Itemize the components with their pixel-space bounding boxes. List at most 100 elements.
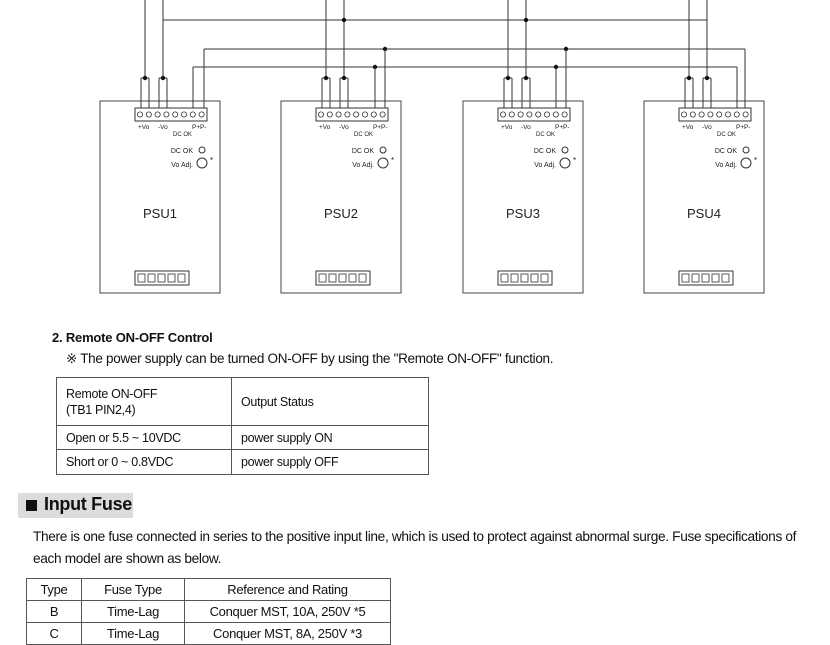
terminal-pin [552, 111, 559, 118]
table-cell: Time-Lag [81, 600, 185, 623]
junction-dot [686, 75, 692, 81]
bottom-pin [338, 273, 347, 283]
psu-name: PSU1 [143, 206, 177, 221]
terminal-pin [154, 111, 161, 118]
bottom-pin [711, 273, 720, 283]
remote-header-line2: (TB1 PIN2,4) [66, 402, 136, 417]
terminal-pin [317, 111, 324, 118]
p-plus-label: P+ [736, 124, 744, 131]
junction-dot [523, 17, 529, 23]
table-row: Short or 0 ~ 0.8VDC power supply OFF [56, 449, 429, 475]
vo-plus-label: +Vo [138, 124, 150, 131]
vo-minus-label: -Vo [158, 124, 168, 131]
vo-adj-label: Vo Adj. [171, 162, 193, 169]
vo-minus-label: -Vo [702, 124, 712, 131]
asterisk-label: * [754, 156, 757, 165]
vo-plus-label: +Vo [501, 124, 513, 131]
terminal-pin [370, 111, 377, 118]
bottom-pin [681, 273, 690, 283]
junction-dot [142, 75, 148, 81]
remote-control-note: ※ The power supply can be turned ON-OFF … [66, 351, 554, 366]
bottom-terminal-block [134, 270, 190, 286]
terminal-pin [742, 111, 749, 118]
table-cell: C [26, 622, 82, 645]
table-row: B Time-Lag Conquer MST, 10A, 250V *5 [26, 600, 391, 623]
terminal-pin [180, 111, 187, 118]
bottom-pin [691, 273, 700, 283]
dc-ok-label: DC OK [352, 148, 375, 155]
vo-plus-label: +Vo [682, 124, 694, 131]
table-row: Type Fuse Type Reference and Rating [26, 578, 391, 601]
p-plus-label: P+ [373, 124, 381, 131]
terminal-pin [136, 111, 143, 118]
psu-box [99, 100, 221, 294]
psu-box [462, 100, 584, 294]
dc-ok-led-icon [198, 146, 206, 154]
terminal-pin [353, 111, 360, 118]
psu-box [643, 100, 765, 294]
square-bullet-icon [26, 500, 37, 511]
dc-ok-led-icon [742, 146, 750, 154]
p-plus-label: P+ [192, 124, 200, 131]
dc-ok-led-icon [379, 146, 387, 154]
table-cell: Time-Lag [81, 622, 185, 645]
bottom-pin [177, 273, 186, 283]
p-minus-label: P- [563, 124, 570, 131]
table-row: Remote ON-OFF (TB1 PIN2,4) Output Status [56, 377, 429, 426]
table-cell: Open or 5.5 ~ 10VDC [56, 425, 232, 450]
terminal-pin [526, 111, 533, 118]
terminal-pin [733, 111, 740, 118]
terminal-pin [189, 111, 196, 118]
terminal-pin [725, 111, 732, 118]
bottom-pin [510, 273, 519, 283]
vo-minus-label: -Vo [339, 124, 349, 131]
junction-dot [341, 17, 347, 23]
p-minus-label: P- [381, 124, 388, 131]
psu-name: PSU2 [324, 206, 358, 221]
bottom-pin [721, 273, 730, 283]
terminal-pin [379, 111, 386, 118]
table-cell: B [26, 600, 82, 623]
terminal-pin [508, 111, 515, 118]
input-fuse-heading-text: Input Fuse [44, 494, 132, 514]
vo-adj-knob-icon [740, 157, 752, 169]
bottom-pin [167, 273, 176, 283]
terminal-pin [681, 111, 688, 118]
vo-minus-label: -Vo [521, 124, 531, 131]
dc-ok-small-label: DC OK [536, 132, 555, 138]
terminal-block [497, 107, 571, 122]
terminal-pin [698, 111, 705, 118]
bottom-terminal-block [497, 270, 553, 286]
terminal-pin [335, 111, 342, 118]
table-cell: Short or 0 ~ 0.8VDC [56, 449, 232, 475]
table-cell: power supply OFF [231, 449, 429, 475]
bottom-pin [157, 273, 166, 283]
fuse-type-header: Fuse Type [81, 578, 185, 601]
terminal-pin [361, 111, 368, 118]
terminal-pin [344, 111, 351, 118]
fuse-spec-table: Type Fuse Type Reference and Rating B Ti… [26, 578, 391, 645]
remote-control-title: 2. Remote ON-OFF Control [52, 330, 213, 345]
asterisk-label: * [210, 156, 213, 165]
dc-ok-small-label: DC OK [173, 132, 192, 138]
terminal-pin [326, 111, 333, 118]
vo-adj-label: Vo Adj. [534, 162, 556, 169]
bottom-pin [701, 273, 710, 283]
table-cell: power supply ON [231, 425, 429, 450]
vo-adj-knob-icon [377, 157, 389, 169]
bottom-pin [328, 273, 337, 283]
table-cell: Conquer MST, 10A, 250V *5 [184, 600, 391, 623]
input-fuse-heading: Input Fuse [18, 493, 133, 518]
bottom-terminal-block [678, 270, 734, 286]
terminal-pin [535, 111, 542, 118]
psu-box [280, 100, 402, 294]
vo-adj-knob-icon [559, 157, 571, 169]
terminal-pin [716, 111, 723, 118]
input-fuse-paragraph: There is one fuse connected in series to… [33, 529, 797, 566]
dc-ok-label: DC OK [171, 148, 194, 155]
terminal-pin [163, 111, 170, 118]
dc-ok-label: DC OK [715, 148, 738, 155]
terminal-block [134, 107, 208, 122]
p-plus-label: P+ [555, 124, 563, 131]
